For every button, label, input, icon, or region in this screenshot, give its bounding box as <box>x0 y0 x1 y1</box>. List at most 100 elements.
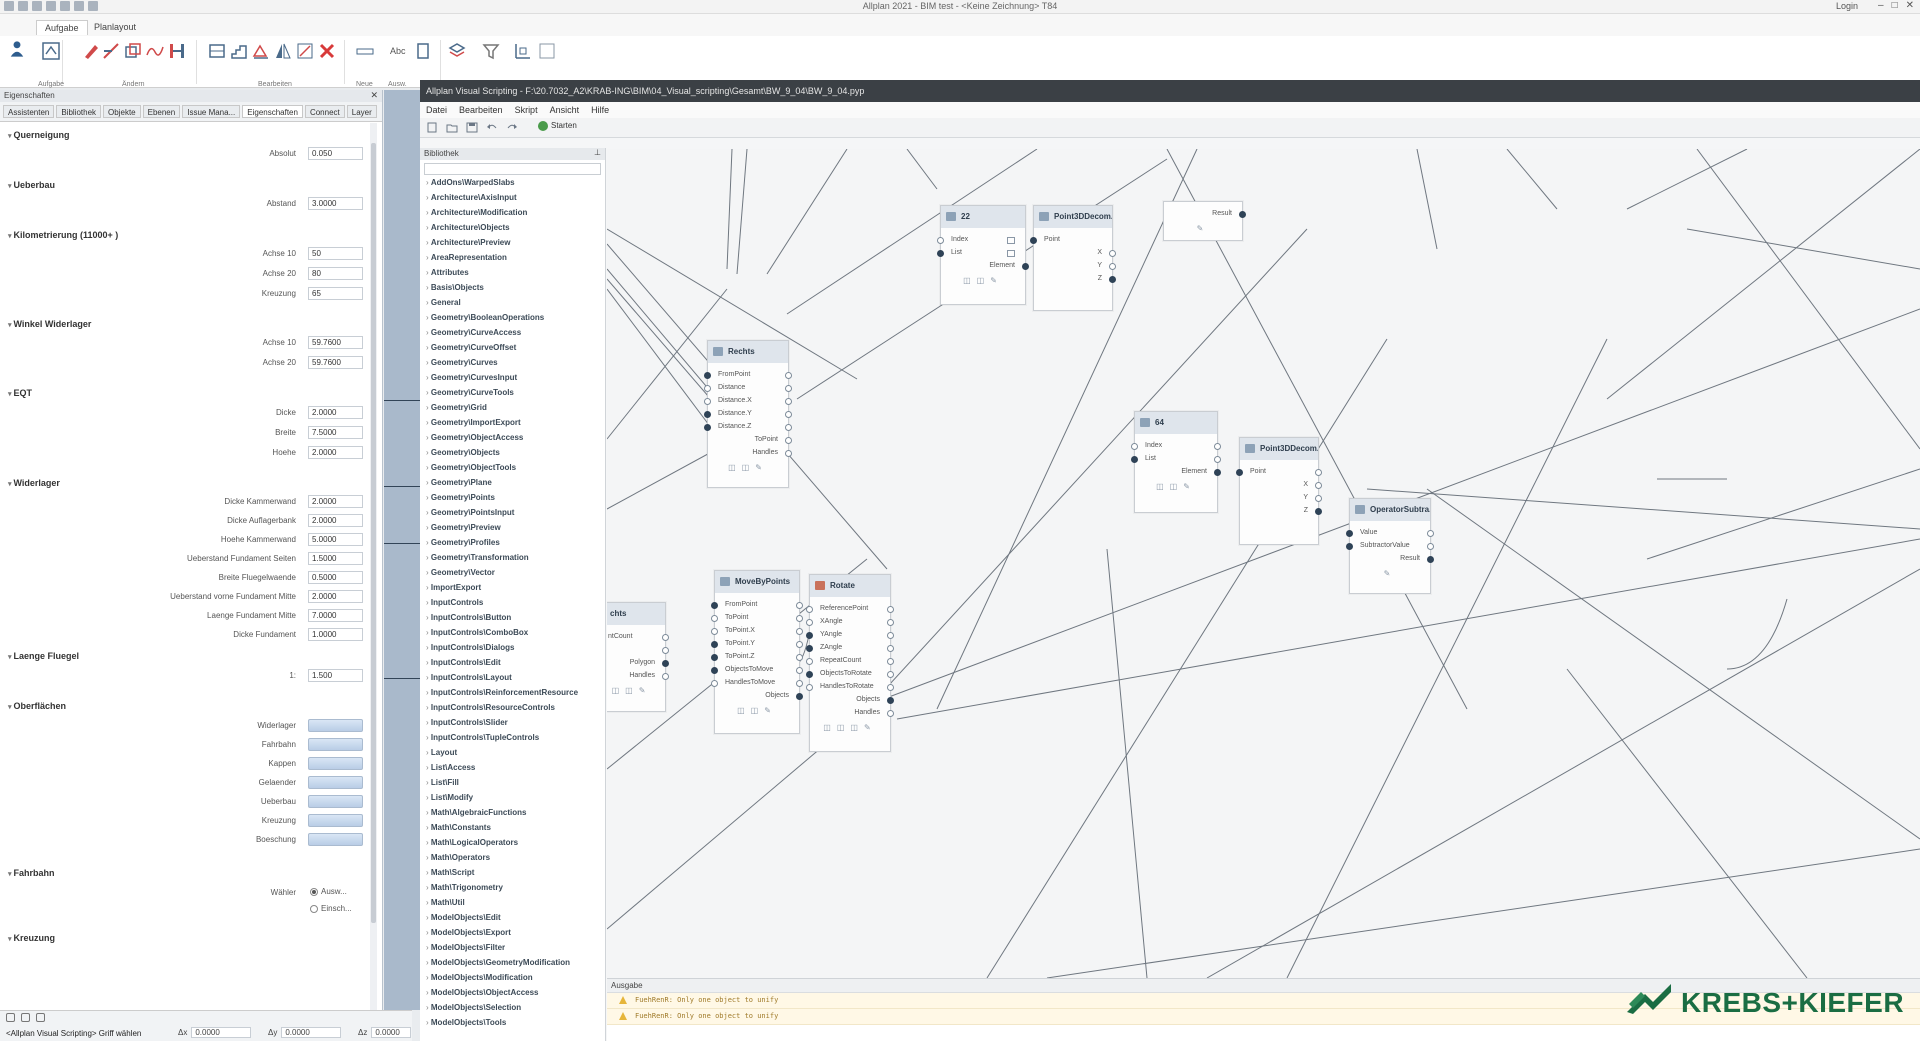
node-footer-tools[interactable]: ◫◫✎ <box>737 706 777 715</box>
section-kreuzung[interactable]: Kreuzung <box>8 933 55 943</box>
input-port[interactable] <box>704 385 711 392</box>
surface-swatch[interactable] <box>308 738 363 751</box>
library-item[interactable]: Geometry\CurveTools <box>426 388 605 403</box>
library-item[interactable]: InputControls\Slider <box>426 718 605 733</box>
surface-swatch[interactable] <box>308 757 363 770</box>
wire[interactable] <box>736 149 748 275</box>
node-rechts[interactable]: Rechts FromPoint Distance Distance.X Dis… <box>704 340 792 488</box>
output-port[interactable] <box>887 632 894 639</box>
output-port[interactable] <box>1315 469 1322 476</box>
tab-planlayout[interactable]: Planlayout <box>94 22 137 32</box>
input-port[interactable] <box>704 424 711 431</box>
section-fahrbahn[interactable]: Fahrbahn <box>8 868 54 878</box>
output-port[interactable] <box>887 658 894 665</box>
property-input[interactable]: 3.0000 <box>308 197 363 210</box>
input-port[interactable] <box>1346 543 1353 550</box>
node-header[interactable]: chts <box>607 603 665 625</box>
input-port[interactable] <box>711 602 718 609</box>
library-item[interactable]: Math\Constants <box>426 823 605 838</box>
wire[interactable] <box>986 338 1388 978</box>
node-rotate[interactable]: Rotate ReferencePoint XAngle YAngle ZAng… <box>806 574 894 752</box>
library-item[interactable]: InputControls\Dialogs <box>426 643 605 658</box>
node-footer-tools[interactable]: ◫◫✎ <box>611 686 652 695</box>
library-item[interactable]: Math\AlgebraicFunctions <box>426 808 605 823</box>
node-header[interactable]: 64 <box>1135 412 1217 434</box>
output-port[interactable] <box>887 710 894 717</box>
new-icon[interactable] <box>18 1 28 11</box>
output-port[interactable] <box>1214 456 1221 463</box>
output-port[interactable] <box>1109 263 1116 270</box>
node-footer-tools[interactable]: ✎ <box>1383 569 1397 578</box>
save-icon[interactable] <box>46 1 56 11</box>
node-footer-tools[interactable]: ◫◫✎ <box>963 276 1003 285</box>
text-icon[interactable]: Abc <box>390 46 406 56</box>
library-item[interactable]: Architecture\Objects <box>426 223 605 238</box>
property-input[interactable]: 7.5000 <box>308 426 363 439</box>
output-port[interactable] <box>785 385 792 392</box>
property-input[interactable]: 59.7600 <box>308 356 363 369</box>
dx-input[interactable]: 0.0000 <box>191 1027 252 1038</box>
tab-bibliothek[interactable]: Bibliothek <box>56 105 102 118</box>
curve-icon[interactable] <box>146 42 164 60</box>
redo-icon[interactable] <box>74 1 84 11</box>
library-item[interactable]: ModelObjects\GeometryModification <box>426 958 605 973</box>
redo-icon[interactable] <box>506 122 518 133</box>
login-link[interactable]: Login <box>1835 1 1858 11</box>
undo-icon[interactable] <box>486 122 498 133</box>
menu-skript[interactable]: Skript <box>514 105 538 115</box>
library-item[interactable]: InputControls\ResourceControls <box>426 703 605 718</box>
wire[interactable] <box>786 149 1038 315</box>
copy-icon[interactable] <box>124 42 142 60</box>
library-item[interactable]: Math\Util <box>426 898 605 913</box>
library-item[interactable]: Layout <box>426 748 605 763</box>
node-header[interactable]: Rotate <box>810 575 890 597</box>
input-port[interactable] <box>704 398 711 405</box>
output-port[interactable] <box>1315 482 1322 489</box>
output-port[interactable] <box>796 693 803 700</box>
library-item[interactable]: Architecture\Preview <box>426 238 605 253</box>
output-port[interactable] <box>796 628 803 635</box>
ortho-icon[interactable] <box>36 1013 45 1022</box>
property-input[interactable]: 59.7600 <box>308 336 363 349</box>
library-item[interactable]: ModelObjects\Export <box>426 928 605 943</box>
input-port[interactable] <box>711 628 718 635</box>
library-item[interactable]: List\Access <box>426 763 605 778</box>
wire[interactable] <box>936 149 1198 710</box>
maximize-icon[interactable]: □ <box>1891 0 1898 11</box>
library-item[interactable]: InputControls\ComboBox <box>426 628 605 643</box>
property-input[interactable]: 50 <box>308 247 363 260</box>
library-item[interactable]: ModelObjects\Selection <box>426 1003 605 1018</box>
input-port[interactable] <box>711 615 718 622</box>
tab-objekte[interactable]: Objekte <box>103 105 141 118</box>
library-item[interactable]: InputControls\Button <box>426 613 605 628</box>
wire[interactable] <box>1696 149 1920 450</box>
open-icon[interactable] <box>32 1 42 11</box>
minimize-icon[interactable]: – <box>1878 0 1884 11</box>
input-port[interactable] <box>806 606 813 613</box>
library-item[interactable]: Geometry\Plane <box>426 478 605 493</box>
undo-icon[interactable] <box>60 1 70 11</box>
node-canvas[interactable]: 22 Index List Element ◫◫✎ Point3DDecom..… <box>607 149 1920 978</box>
library-item[interactable]: Math\Trigonometry <box>426 883 605 898</box>
close-icon[interactable]: ✕ <box>1905 0 1914 11</box>
node-header[interactable]: Point3DDecom... <box>1240 438 1318 460</box>
input-port[interactable] <box>1346 530 1353 537</box>
library-item[interactable]: Geometry\Grid <box>426 403 605 418</box>
library-search-input[interactable] <box>424 163 601 175</box>
library-item[interactable]: Geometry\BooleanOperations <box>426 313 605 328</box>
output-port[interactable] <box>662 660 669 667</box>
output-port[interactable] <box>785 372 792 379</box>
wire[interactable] <box>607 448 718 510</box>
section-oberflaechen[interactable]: Oberflächen <box>8 701 66 711</box>
output-port[interactable] <box>887 671 894 678</box>
tab-ebenen[interactable]: Ebenen <box>142 105 181 118</box>
window-icon[interactable] <box>538 42 556 60</box>
library-item[interactable]: AreaRepresentation <box>426 253 605 268</box>
property-input[interactable]: 2.0000 <box>308 495 363 508</box>
output-port[interactable] <box>1022 263 1029 270</box>
snap-icon[interactable] <box>6 1013 15 1022</box>
output-port[interactable] <box>785 411 792 418</box>
scrollbar-thumb[interactable] <box>371 143 376 923</box>
input-port[interactable] <box>806 632 813 639</box>
wire[interactable] <box>1046 848 1920 978</box>
